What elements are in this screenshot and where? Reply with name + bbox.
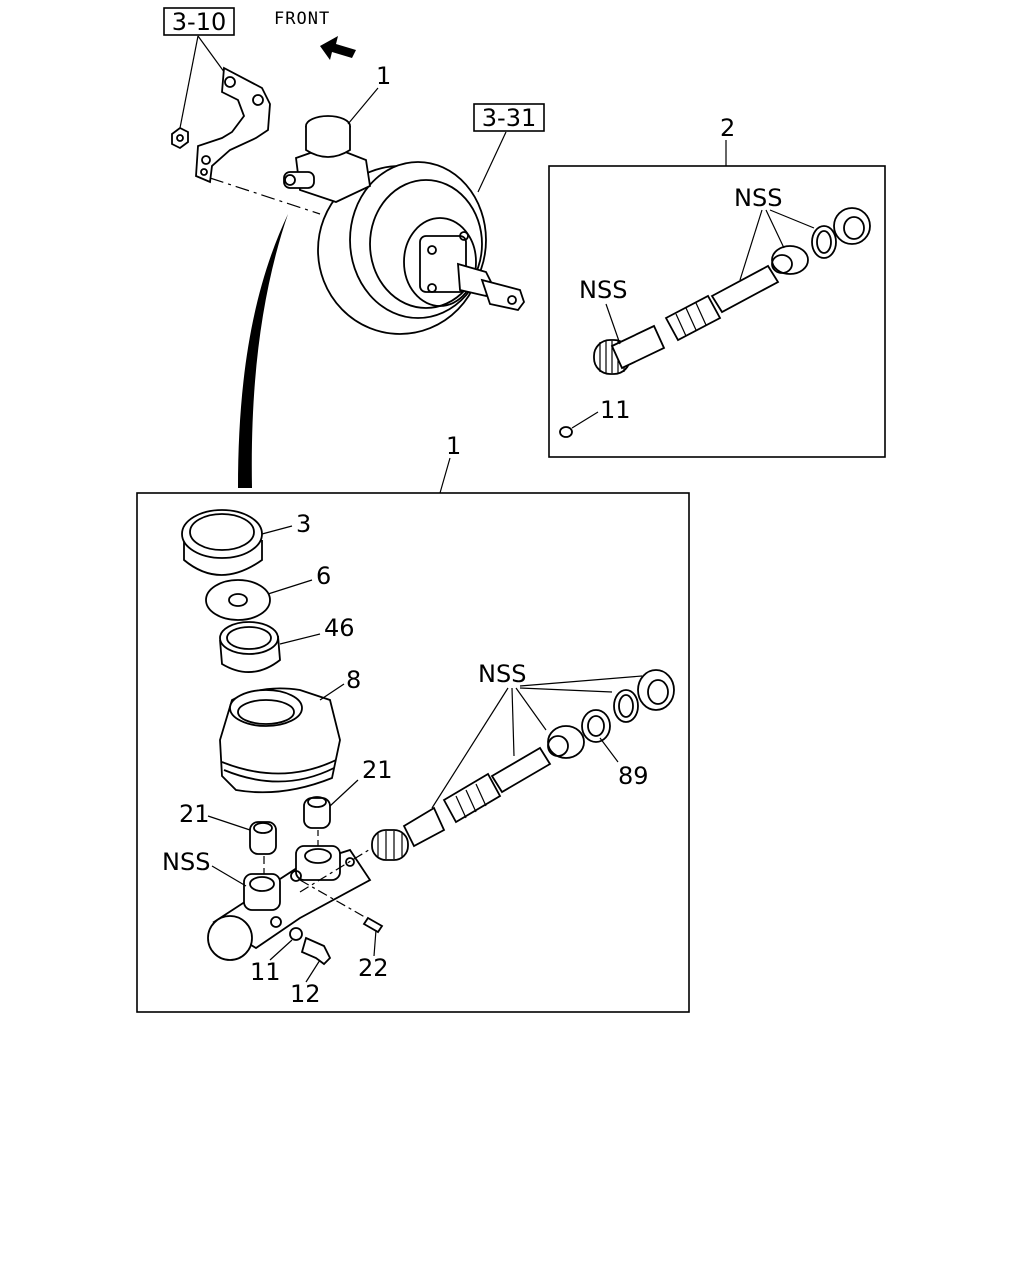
callout-3: 3 xyxy=(296,510,311,538)
callout-nss-left: NSS xyxy=(162,848,210,876)
diaphragm-icon xyxy=(205,579,271,621)
callout-12: 12 xyxy=(290,980,321,1008)
detail-box-1 xyxy=(136,492,690,1013)
box1-piston-assembly xyxy=(371,669,675,861)
callout-2: 2 xyxy=(720,114,735,142)
bolt-icon xyxy=(300,936,332,966)
reference-3-31[interactable]: 3-31 xyxy=(482,104,536,132)
callout-11-box1: 11 xyxy=(250,958,281,986)
callout-21-left: 21 xyxy=(179,800,210,828)
grommet-left-icon xyxy=(249,821,277,855)
brake-booster-icon xyxy=(317,161,526,335)
callout-nss-box2-lower: NSS xyxy=(579,276,627,304)
callout-89: 89 xyxy=(618,762,649,790)
callout-1-top: 1 xyxy=(376,62,391,90)
callout-1-box1: 1 xyxy=(446,432,461,460)
grommet-right-icon xyxy=(303,796,331,829)
nut-icon xyxy=(171,126,189,150)
detail-box-2 xyxy=(548,165,886,458)
callout-11-box2: 11 xyxy=(600,396,631,424)
reservoir-tank-icon xyxy=(219,687,341,794)
reference-box-3-31[interactable]: 3-31 xyxy=(473,103,545,132)
detail-pointer-arrow xyxy=(238,214,288,488)
reference-box-3-10[interactable]: 3-10 xyxy=(163,7,235,36)
reservoir-cap-icon xyxy=(181,509,263,576)
mounting-bracket xyxy=(195,66,271,184)
callout-22: 22 xyxy=(358,954,389,982)
callout-8: 8 xyxy=(346,666,361,694)
callout-21-right: 21 xyxy=(362,756,393,784)
pin-icon xyxy=(362,916,384,934)
washer-icon xyxy=(559,426,573,438)
cylinder-body-icon xyxy=(207,845,372,961)
master-cylinder-icon xyxy=(283,115,371,203)
box2-piston-assembly xyxy=(593,207,871,375)
callout-46: 46 xyxy=(324,614,355,642)
front-label: FRONT xyxy=(274,9,330,29)
ring-icon xyxy=(219,621,281,673)
callout-6: 6 xyxy=(316,562,331,590)
callout-nss-right: NSS xyxy=(478,660,526,688)
washer-11-icon xyxy=(289,927,303,941)
reference-3-10[interactable]: 3-10 xyxy=(172,8,226,36)
callout-nss-box2-upper: NSS xyxy=(734,184,782,212)
front-arrow-icon xyxy=(320,36,356,60)
